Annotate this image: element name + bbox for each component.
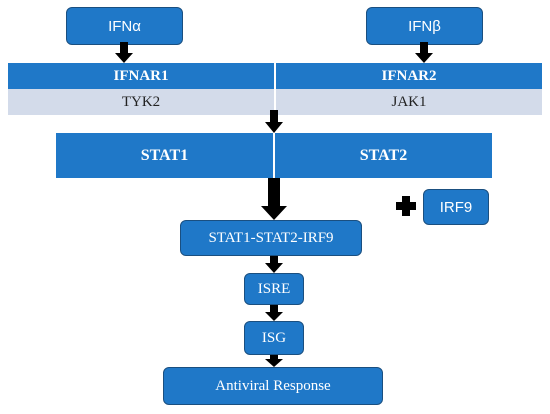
ifn-beta-box: IFNβ [366,7,483,45]
tyk2-band: TYK2 [8,89,274,115]
antiviral-response-label: Antiviral Response [215,377,331,394]
ifn-beta-label: IFNβ [408,17,441,35]
stat-complex-box: STAT1-STAT2-IRF9 [180,220,362,256]
arrow-isre-to-isg [265,305,283,321]
irf9-box: IRF9 [423,189,489,225]
irf9-label: IRF9 [439,198,473,216]
plus-label: + [396,196,397,197]
stat-complex-label: STAT1-STAT2-IRF9 [208,229,334,246]
arrow-ifnb-to-ifnar2 [415,42,433,63]
arrow-ifna-to-ifnar1 [115,42,133,63]
ifnar2-label: IFNAR2 [381,67,437,84]
isre-box: ISRE [244,273,304,305]
ifnar2-bar: IFNAR2 [276,63,542,89]
isre-label: ISRE [257,280,291,297]
plus-sign: + [396,196,416,216]
stat1-bar: STAT1 [56,133,273,178]
isg-box: ISG [244,321,304,355]
arrow-complex-to-isre [265,256,283,273]
stat2-bar: STAT2 [275,133,492,178]
ifn-alpha-label: IFNα [108,17,141,35]
ifnar1-label: IFNAR1 [113,67,169,84]
stat2-label: STAT2 [359,146,408,164]
tyk2-label: TYK2 [121,93,161,110]
arrow-stat-to-complex [261,178,287,220]
jak1-label: JAK1 [391,93,427,110]
antiviral-response-box: Antiviral Response [163,367,383,405]
isg-label: ISG [261,329,287,346]
jak1-band: JAK1 [276,89,542,115]
stat1-label: STAT1 [140,146,189,164]
arrow-isg-to-response [265,355,283,367]
ifn-alpha-box: IFNα [66,7,183,45]
ifnar1-bar: IFNAR1 [8,63,274,89]
